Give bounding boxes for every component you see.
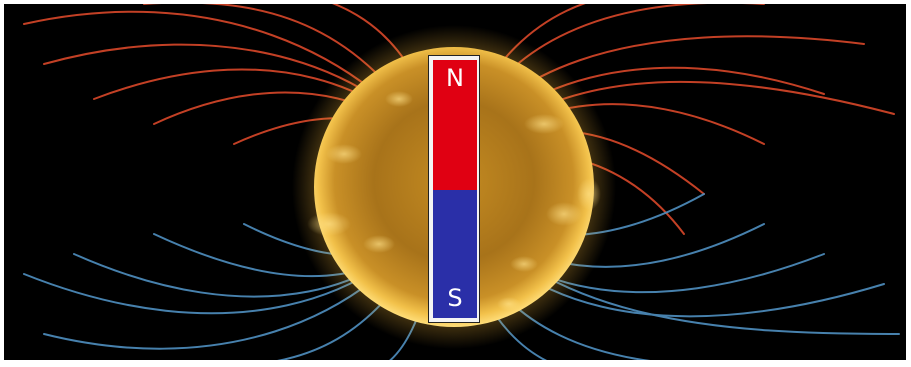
sun-surface-activity xyxy=(307,91,601,311)
north-pole: N xyxy=(433,60,477,190)
bar-magnet: N S xyxy=(428,55,480,323)
south-pole-label: S xyxy=(447,284,463,312)
north-pole-label: N xyxy=(446,64,464,92)
image-frame: N S xyxy=(4,4,906,360)
south-pole: S xyxy=(433,190,477,318)
